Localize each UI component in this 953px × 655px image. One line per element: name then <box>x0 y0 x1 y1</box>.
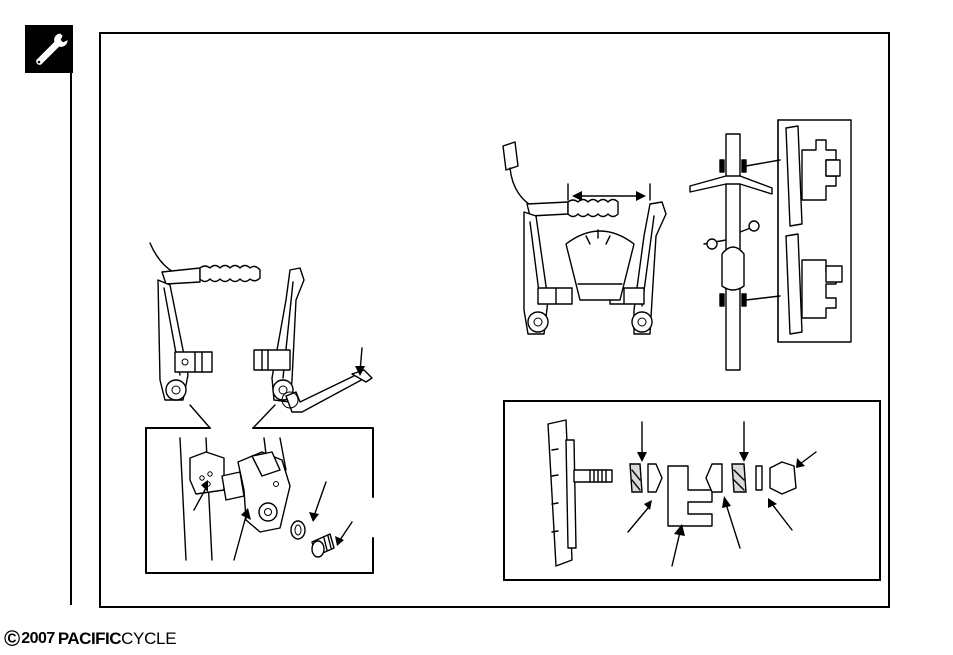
bike-top-view <box>690 134 780 370</box>
brand-name-bold: PACIFIC <box>58 629 121 649</box>
left-brake-assembly <box>150 243 372 428</box>
copyright-symbol: © <box>4 628 20 650</box>
copyright-footer: © 2007 PACIFIC CYCLE <box>4 627 176 651</box>
brand-name-light: CYCLE <box>121 629 176 649</box>
cable-boot <box>200 266 260 282</box>
pivot-detail <box>146 428 373 573</box>
pad-alignment-panel <box>778 120 851 342</box>
pad-exploded-view <box>548 420 816 566</box>
allen-key <box>282 370 372 412</box>
center-brake-assembly <box>503 142 666 334</box>
copyright-year: 2007 <box>21 630 55 648</box>
